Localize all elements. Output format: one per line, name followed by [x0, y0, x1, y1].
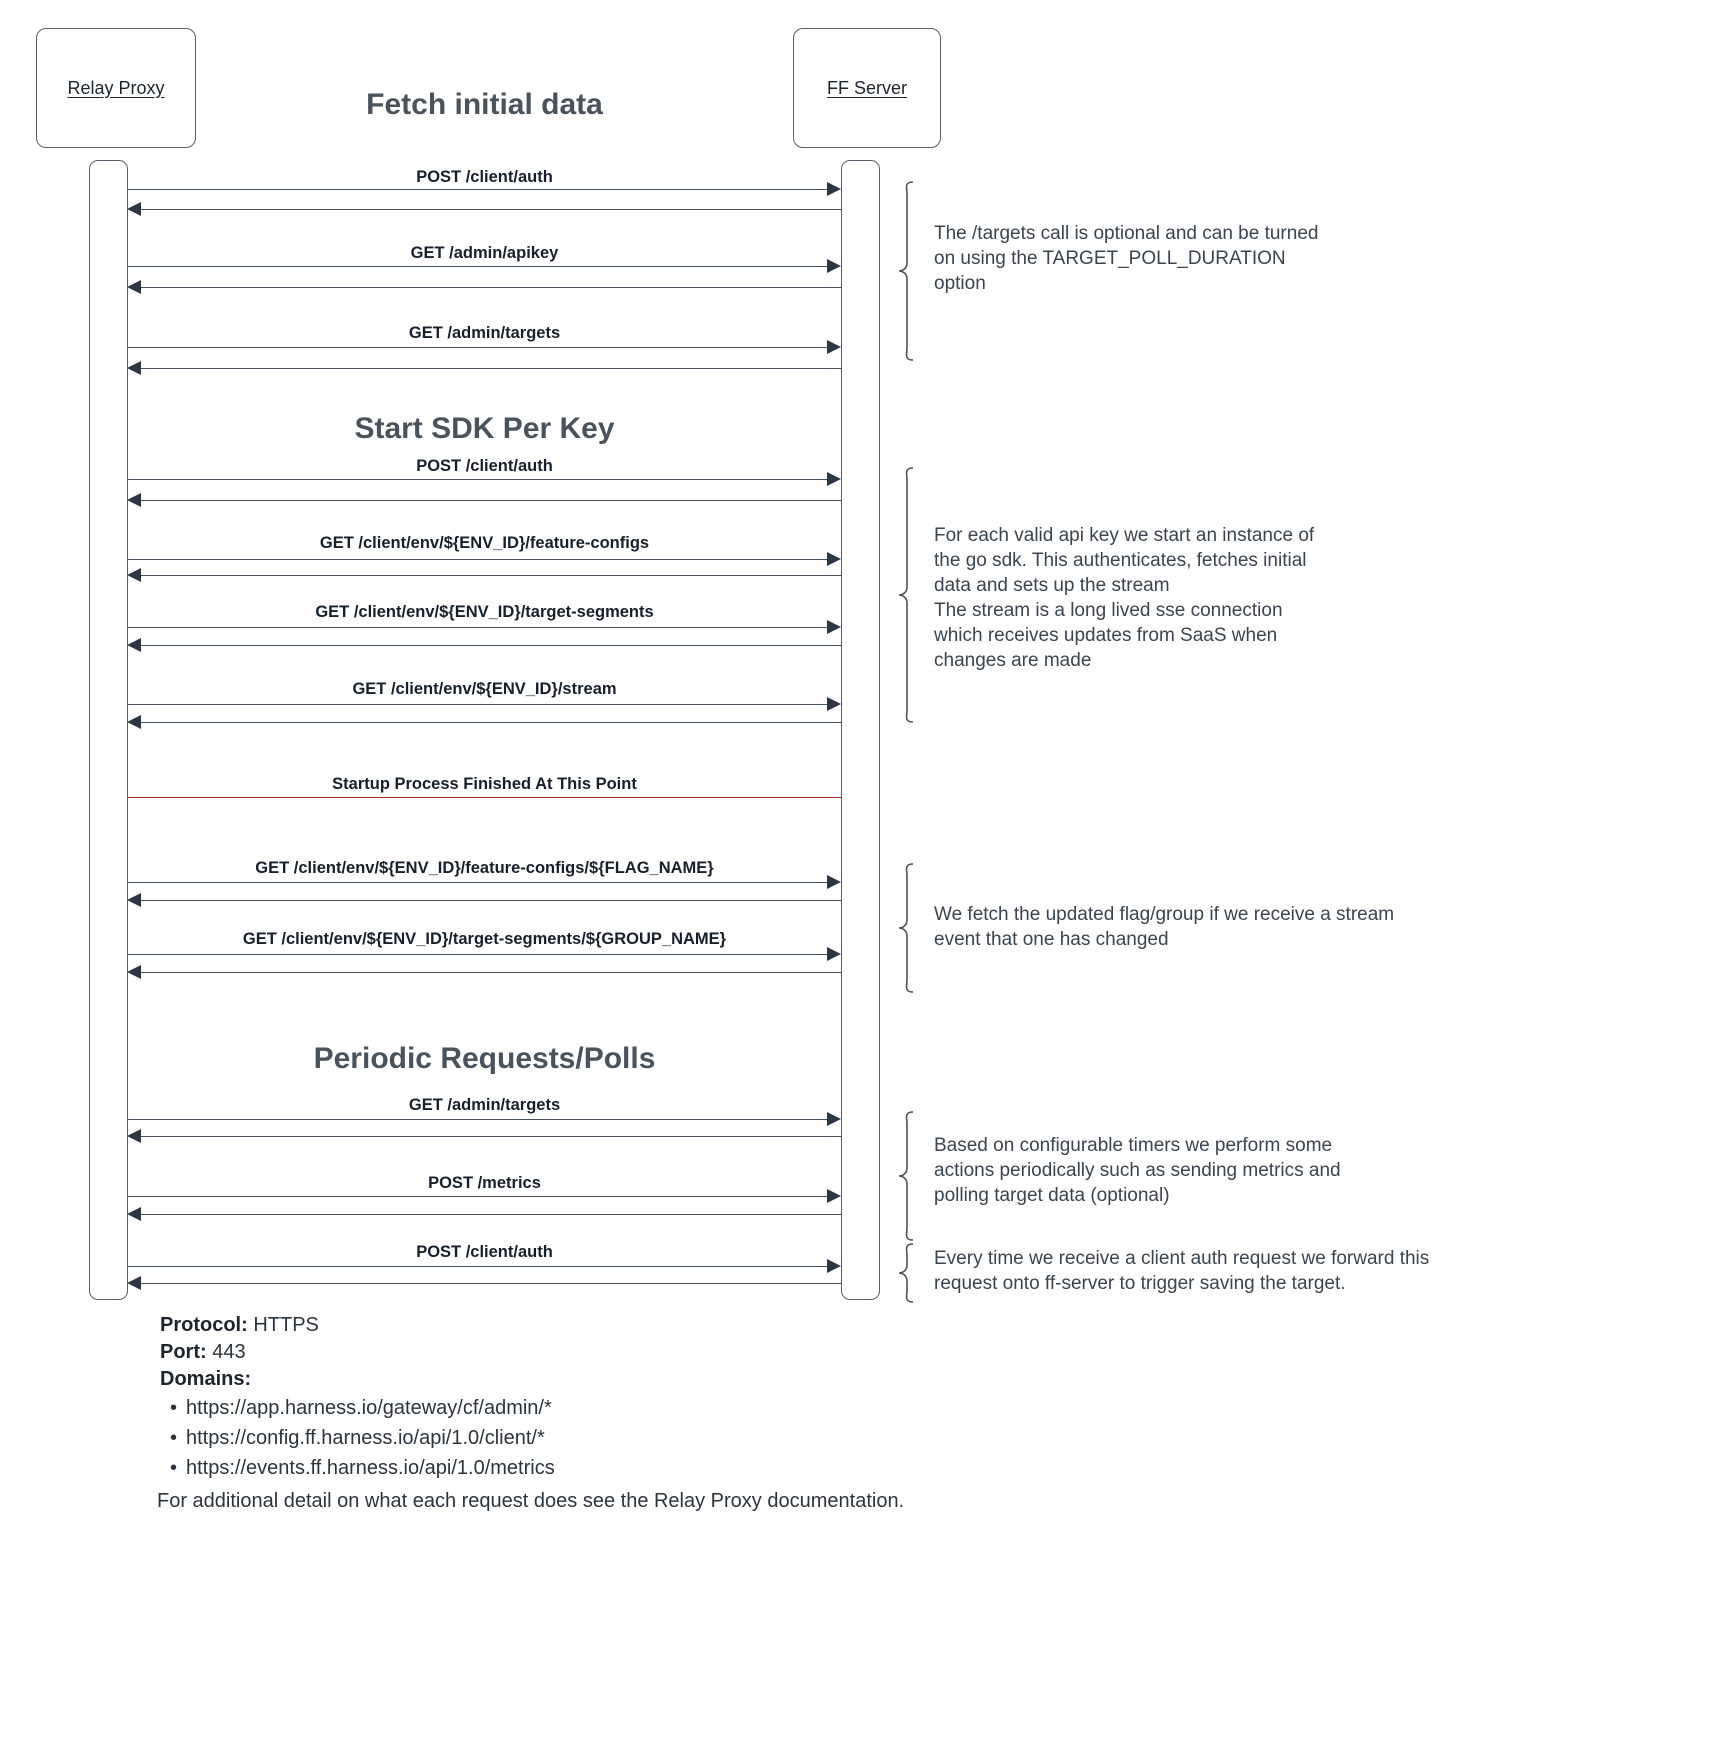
arrowhead-8-request	[827, 947, 841, 961]
participant-label-ff-server: FF Server	[826, 77, 907, 98]
message-arrow-9-response	[140, 1136, 841, 1137]
message-arrow-8-request	[128, 954, 830, 955]
message-arrow-0-response	[140, 209, 841, 210]
arrowhead-7-response	[127, 893, 141, 907]
message-arrow-6-response	[140, 722, 841, 723]
annotation-text-forward-client-auth: Every time we receive a client auth requ…	[934, 1248, 1430, 1294]
message-arrow-0-request	[128, 189, 830, 190]
arrowhead-4-response	[127, 568, 141, 582]
arrowhead-1-response	[127, 280, 141, 294]
footer-port-row: Port: 443	[160, 1339, 960, 1366]
arrowhead-11-response	[127, 1276, 141, 1290]
arrowhead-6-request	[827, 697, 841, 711]
message-arrow-2-request	[128, 347, 830, 348]
divider-label-startup-finished: Startup Process Finished At This Point	[332, 775, 637, 793]
arrowhead-4-request	[827, 552, 841, 566]
message-arrow-3-response	[140, 500, 841, 501]
message-arrow-11-response	[140, 1283, 841, 1284]
arrowhead-6-response	[127, 715, 141, 729]
message-arrow-5-request	[128, 627, 830, 628]
message-label-2: GET /admin/targets	[408, 324, 561, 342]
arrowhead-5-request	[827, 620, 841, 634]
footer-domains-row: Domains:	[160, 1366, 960, 1393]
message-arrow-4-request	[128, 559, 830, 560]
message-arrow-7-request	[128, 882, 830, 883]
annotation-text-configurable-timers: Based on configurable timers we perform …	[934, 1135, 1341, 1206]
message-label-1: GET /admin/apikey	[410, 244, 559, 262]
footer-port-value: 443	[212, 1341, 246, 1363]
participant-box-ff-server: FF Server	[793, 28, 941, 148]
arrowhead-5-response	[127, 638, 141, 652]
annotation-brace-stream-event-fetch	[897, 862, 923, 994]
message-arrow-7-response	[140, 900, 841, 901]
message-label-10: POST /metrics	[428, 1174, 541, 1192]
footer-protocol-label: Protocol:	[160, 1314, 248, 1336]
arrowhead-10-response	[127, 1207, 141, 1221]
list-item: https://app.harness.io/gateway/cf/admin/…	[170, 1393, 960, 1423]
footer-domains-label: Domains:	[160, 1368, 252, 1390]
footer-details: Protocol: HTTPS Port: 443 Domains: https…	[160, 1312, 960, 1483]
footer-documentation-note: For additional detail on what each reque…	[157, 1490, 905, 1512]
arrowhead-11-request	[827, 1259, 841, 1273]
message-arrow-1-request	[128, 266, 830, 267]
message-label-4: GET /client/env/${ENV_ID}/feature-config…	[319, 534, 650, 552]
annotation-brace-forward-client-auth	[897, 1242, 923, 1304]
section-title-start-sdk-per-key: Start SDK Per Key	[354, 412, 615, 445]
participant-box-relay-proxy: Relay Proxy	[36, 28, 196, 148]
arrowhead-10-request	[827, 1189, 841, 1203]
message-arrow-9-request	[128, 1119, 830, 1120]
lifeline-relay-proxy	[89, 160, 128, 1300]
arrowhead-0-request	[827, 182, 841, 196]
list-item: https://config.ff.harness.io/api/1.0/cli…	[170, 1423, 960, 1453]
participant-label-relay-proxy: Relay Proxy	[67, 77, 165, 98]
list-item: https://events.ff.harness.io/api/1.0/met…	[170, 1453, 960, 1483]
message-arrow-1-response	[140, 287, 841, 288]
arrowhead-8-response	[127, 965, 141, 979]
message-arrow-3-request	[128, 479, 830, 480]
footer-port-label: Port:	[160, 1341, 207, 1363]
arrowhead-3-request	[827, 472, 841, 486]
message-label-11: POST /client/auth	[416, 1243, 553, 1261]
footer-domain-list: https://app.harness.io/gateway/cf/admin/…	[160, 1393, 960, 1483]
arrowhead-3-response	[127, 493, 141, 507]
section-title-periodic-requests: Periodic Requests/Polls	[313, 1042, 656, 1075]
message-arrow-8-response	[140, 972, 841, 973]
footer-protocol-row: Protocol: HTTPS	[160, 1312, 960, 1339]
arrowhead-7-request	[827, 875, 841, 889]
message-arrow-6-request	[128, 704, 830, 705]
annotation-text-stream-event-fetch: We fetch the updated flag/group if we re…	[934, 904, 1395, 950]
message-arrow-11-request	[128, 1266, 830, 1267]
message-arrow-2-response	[140, 368, 841, 369]
message-label-0: POST /client/auth	[416, 168, 553, 186]
arrowhead-2-request	[827, 340, 841, 354]
annotation-text-targets-optional: The /targets call is optional and can be…	[934, 223, 1319, 294]
section-title-fetch-initial-data: Fetch initial data	[366, 88, 603, 121]
footer-protocol-value: HTTPS	[253, 1314, 319, 1336]
message-label-7: GET /client/env/${ENV_ID}/feature-config…	[255, 859, 714, 877]
lifeline-ff-server	[841, 160, 880, 1300]
message-label-3: POST /client/auth	[416, 457, 553, 475]
arrowhead-9-request	[827, 1112, 841, 1126]
message-arrow-5-response	[140, 645, 841, 646]
message-label-6: GET /client/env/${ENV_ID}/stream	[352, 680, 617, 698]
arrowhead-9-response	[127, 1129, 141, 1143]
message-label-9: GET /admin/targets	[408, 1096, 561, 1114]
message-arrow-10-request	[128, 1196, 830, 1197]
arrowhead-0-response	[127, 202, 141, 216]
message-arrow-10-response	[140, 1214, 841, 1215]
arrowhead-1-request	[827, 259, 841, 273]
arrowhead-2-response	[127, 361, 141, 375]
message-label-5: GET /client/env/${ENV_ID}/target-segment…	[315, 603, 654, 621]
annotation-text-sdk-instance: For each valid api key we start an insta…	[934, 525, 1315, 671]
divider-rule-startup-finished	[128, 797, 841, 798]
annotation-brace-sdk-instance	[897, 466, 923, 724]
message-label-8: GET /client/env/${ENV_ID}/target-segment…	[242, 930, 727, 948]
annotation-brace-configurable-timers	[897, 1110, 923, 1242]
annotation-brace-targets-optional	[897, 180, 923, 362]
message-arrow-4-response	[140, 575, 841, 576]
